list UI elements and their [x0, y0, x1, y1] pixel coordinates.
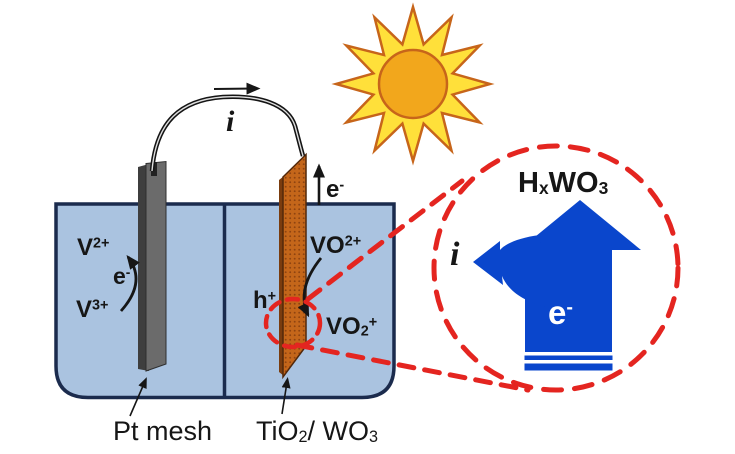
wire-arc-inner	[151, 96, 304, 172]
arrow-stripe-2	[524, 363, 613, 371]
right-redox-arrow	[297, 257, 323, 318]
electron-block-arrow	[473, 200, 641, 371]
pt-mesh-caption: Pt mesh	[113, 416, 213, 446]
pointer-line-right	[281, 377, 291, 415]
vo2plus-ox-ion-label: VO2+	[326, 313, 378, 340]
left-electron-label: e-	[113, 263, 131, 289]
sun-core	[377, 48, 449, 120]
inset-electron-label: e-	[548, 294, 573, 331]
left-redox-arrow	[119, 255, 140, 312]
inset-current-label: i	[450, 236, 460, 273]
magnify-small-circle	[263, 296, 323, 350]
current-arrow	[213, 82, 261, 95]
hxwo3-product-label: HxWO3	[518, 167, 609, 199]
magnify-line-upper	[305, 178, 465, 302]
sun-icon	[331, 2, 495, 166]
magnify-line-lower	[294, 342, 531, 393]
magnify-big-circle	[431, 143, 681, 393]
pointer-line-left	[129, 377, 147, 417]
v3-ion-label: V3+	[76, 296, 109, 323]
electron-out-label: e-	[326, 176, 345, 203]
v2-ion-label: V2+	[77, 234, 110, 261]
vo2plus-ion-label: VO2+	[310, 232, 362, 259]
wire-current-label: i	[226, 105, 235, 138]
current-branch-arrow	[473, 235, 545, 307]
block-arrow-body	[519, 200, 641, 352]
tio2-wo3-caption: TiO2/ WO3	[256, 416, 379, 446]
arrow-stripe-1	[524, 355, 613, 360]
pt-electrode-face	[145, 160, 167, 372]
hole-label: h+	[253, 287, 277, 314]
